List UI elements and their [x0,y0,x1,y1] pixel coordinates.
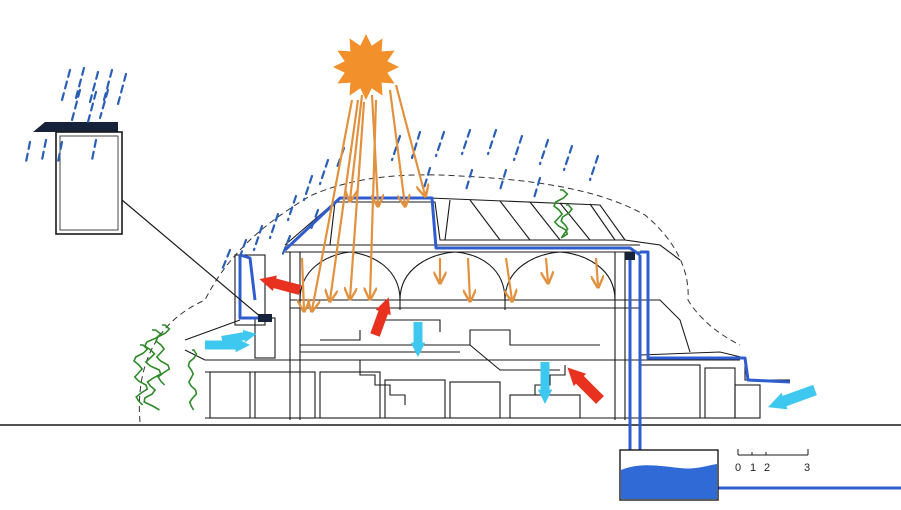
raindrop [26,142,30,162]
raindrop [104,70,112,100]
raindrop [304,176,312,200]
raindrop [238,240,246,262]
raindrop [270,214,278,238]
tank-water [621,464,717,499]
sun-ray [330,100,358,300]
raindrop [564,146,572,170]
warm-air-arrow-icon [257,271,606,406]
raindrop [514,136,522,160]
raindrop [42,140,46,160]
water-tank [620,450,718,500]
plant [188,350,196,410]
raindrop [540,140,548,164]
raindrop [288,196,296,220]
scale-tick-1: 1 [750,462,756,474]
sun-ray [468,258,470,300]
raindrop [118,74,126,104]
raindrop [100,90,108,118]
raindrop [590,156,598,180]
raindrop [424,168,430,188]
sun-ray [396,85,425,195]
building-section [185,198,790,420]
sun-ray [596,258,598,286]
warm-air-arrow [561,361,606,406]
cool-air-arrow [765,382,818,416]
earth-envelope-outline [139,175,740,422]
raindrop [534,178,540,198]
raindrop [488,130,496,154]
scale-tick-2: 2 [764,462,770,474]
raindrop [222,250,230,270]
scale-tick-3: 3 [804,462,810,474]
sun-ray [546,258,548,282]
warm-air-arrow [367,295,396,338]
raindrop [466,170,472,190]
raindrop [320,160,328,184]
solar-panel-icon [33,122,272,322]
raindrop [436,132,444,156]
downpipe-cap [625,252,635,260]
scale-tick-0: 0 [735,462,741,474]
plant [134,345,147,405]
raindrop [62,70,70,100]
cool-air-arrow-icon [205,322,818,415]
sun-ray [302,258,304,310]
raindrop [254,226,262,250]
sun-ray [506,258,512,300]
sun-icon [333,34,399,100]
raindrop [462,130,470,154]
sun-shape [333,34,399,100]
plant [554,190,567,238]
raindrop [500,170,506,190]
scale-bar: 0 1 2 3 [735,449,810,474]
warm-air-arrow [257,271,302,297]
